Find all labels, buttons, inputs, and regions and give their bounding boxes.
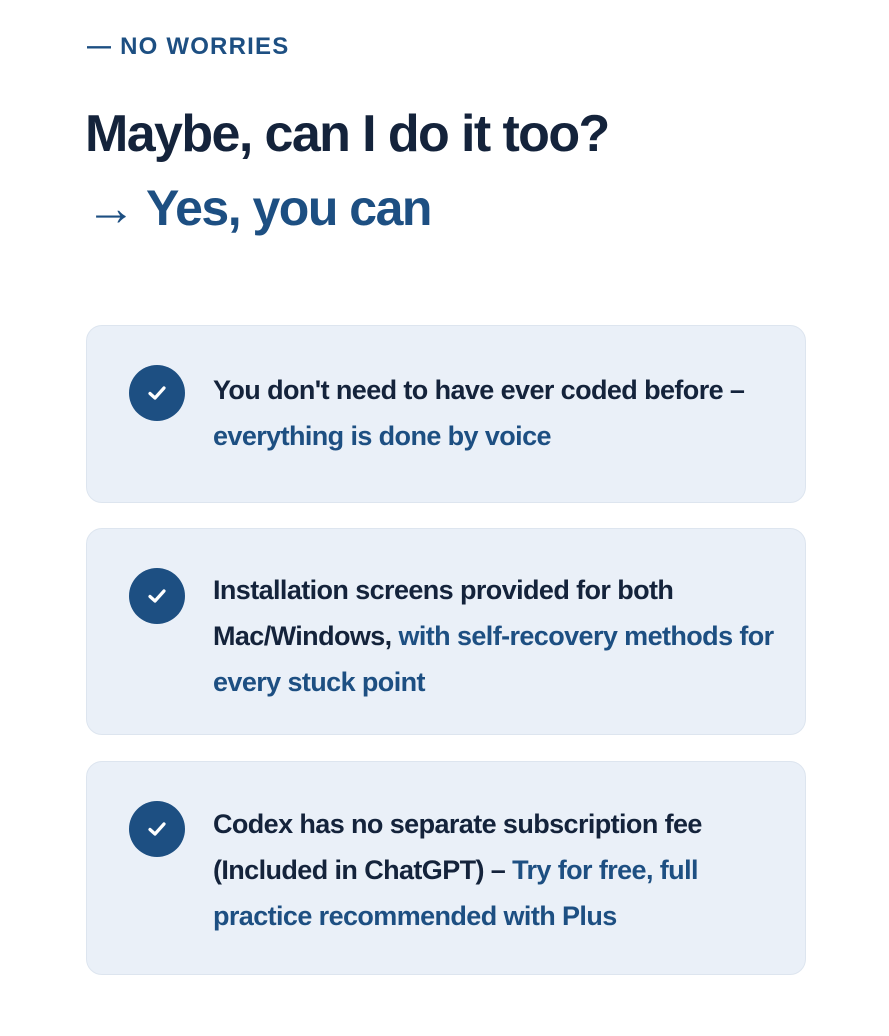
benefit-card-2: Installation screens provided for both M… xyxy=(86,528,806,735)
benefit-text-primary: Codex has no separate subscription fee (… xyxy=(213,809,702,885)
benefit-text-accent: with self-recovery methods for every stu… xyxy=(213,621,774,697)
benefit-card-3: Codex has no separate subscription fee (… xyxy=(86,761,806,975)
benefit-card-1: You don't need to have ever coded before… xyxy=(86,325,806,503)
benefit-text-accent: Try for free, full practice recommended … xyxy=(213,855,698,931)
benefit-text-primary: Installation screens provided for both M… xyxy=(213,575,674,651)
benefit-text: Codex has no separate subscription fee (… xyxy=(213,801,787,939)
checkmark-icon xyxy=(129,568,185,624)
benefit-text: Installation screens provided for both M… xyxy=(213,567,787,705)
eyebrow-label: — NO WORRIES xyxy=(87,33,290,60)
benefit-text-primary: You don't need to have ever coded before… xyxy=(213,375,745,405)
benefit-text: You don't need to have ever coded before… xyxy=(213,367,787,459)
page-subtitle: → Yes, you can xyxy=(86,180,432,236)
checkmark-icon xyxy=(129,801,185,857)
benefit-text-accent: everything is done by voice xyxy=(213,421,552,451)
checkmark-icon xyxy=(129,365,185,421)
page-title: Maybe, can I do it too? xyxy=(85,105,610,163)
